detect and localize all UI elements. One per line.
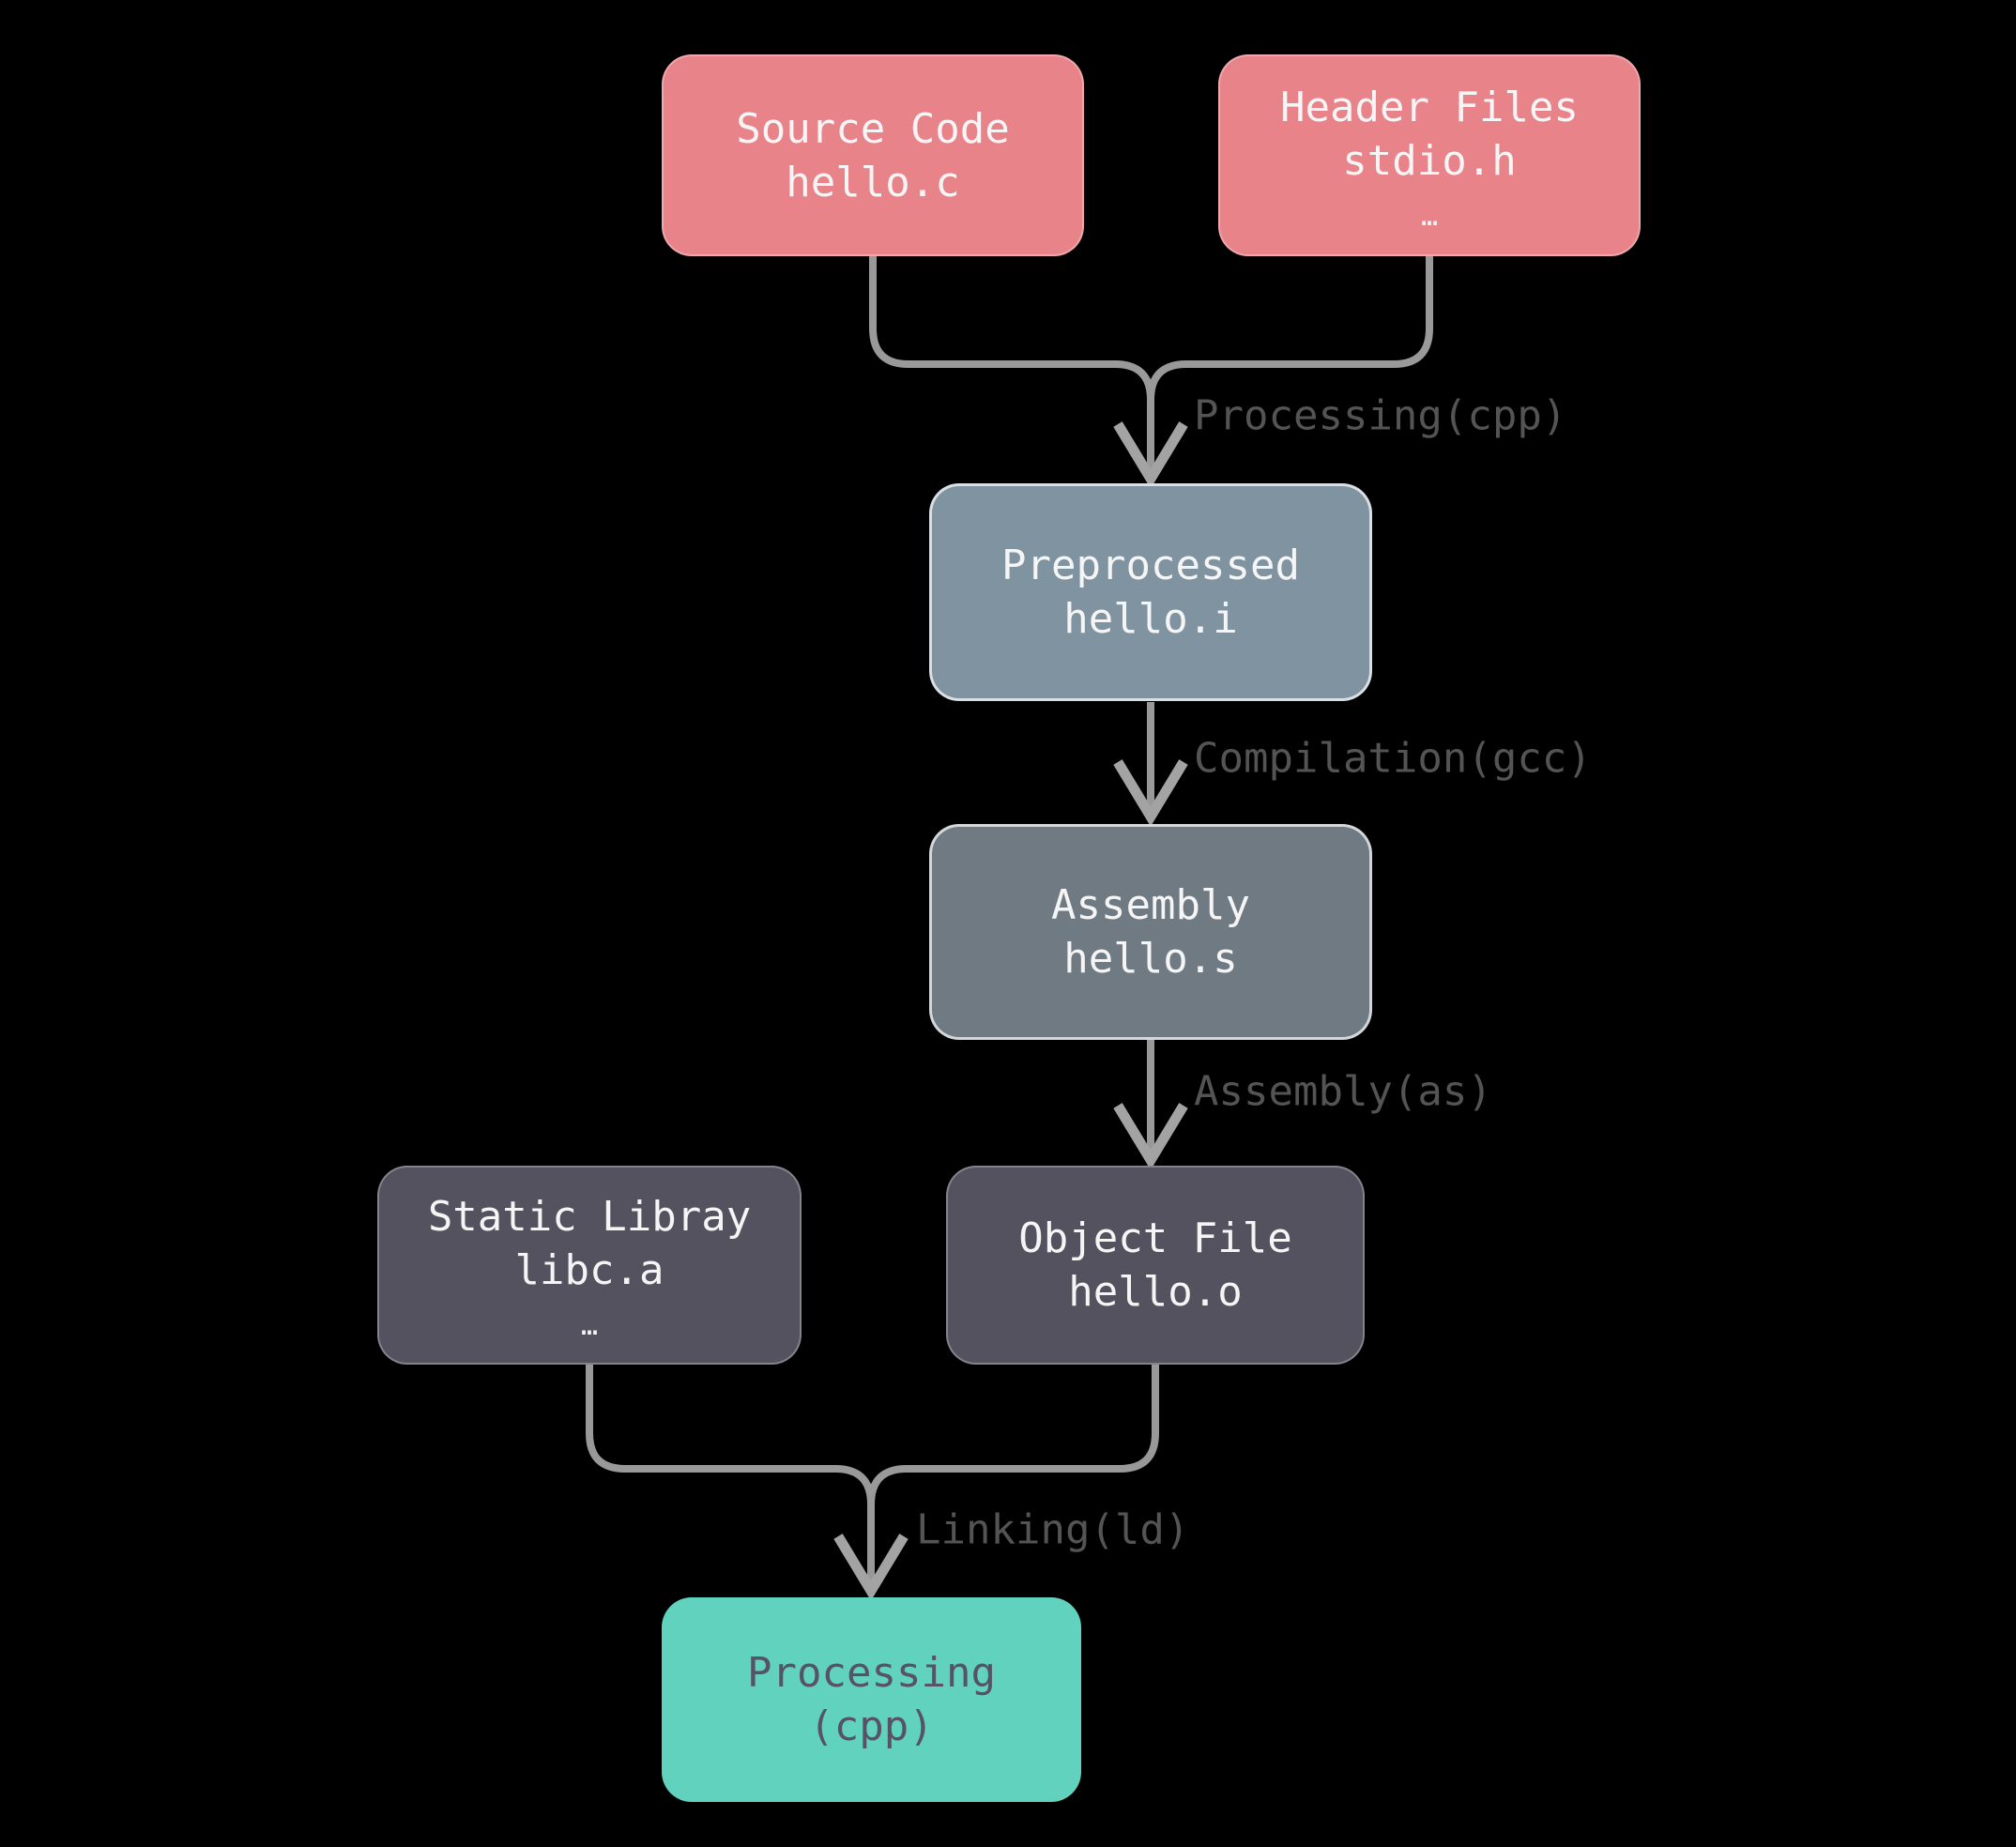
node-header-files-ellipsis: … [1420,199,1439,233]
edge-header-to-merge [1147,253,1433,441]
node-static-library-file: libc.a [514,1246,664,1294]
node-header-files: Header Files stdio.h … [1218,54,1641,256]
arrowhead-compile [1113,759,1188,827]
node-source-code: Source Code hello.c [662,54,1084,256]
node-header-files-title: Header Files [1280,83,1579,131]
node-assembly-file: hello.s [1063,935,1238,983]
node-static-library: Static Libray libc.a … [377,1166,802,1365]
node-static-library-ellipsis: … [580,1309,599,1342]
node-preprocessed-title: Preprocessed [1001,542,1300,589]
node-object-file-title: Object File [1018,1214,1292,1262]
edge-label-compilation-gcc: Compilation(gcc) [1194,734,1592,783]
node-object-file: Object File hello.o [946,1166,1365,1365]
node-static-library-title: Static Libray [427,1193,752,1241]
node-object-file-file: hello.o [1068,1268,1243,1316]
arrowhead-preprocess [1113,421,1188,489]
node-header-files-file: stdio.h [1342,136,1517,185]
arrowhead-link [833,1534,909,1601]
edge-source-to-merge [869,253,1154,441]
node-preprocessed: Preprocessed hello.i [929,483,1372,701]
node-output-processing-title: Processing [747,1649,996,1697]
edge-label-assembly-as: Assembly(as) [1194,1067,1492,1116]
arrowhead-assemble [1113,1103,1188,1170]
edge-object-to-merge [867,1365,1159,1544]
node-source-code-file: hello.c [786,158,960,206]
node-output-processing-sub: (cpp) [809,1702,934,1750]
node-source-code-title: Source Code [736,104,1010,153]
node-assembly-title: Assembly [1051,881,1250,929]
edge-label-linking-ld: Linking(ld) [916,1505,1190,1554]
edge-label-processing-cpp: Processing(cpp) [1194,391,1567,440]
node-preprocessed-file: hello.i [1063,595,1238,643]
node-output-processing: Processing (cpp) [662,1597,1081,1802]
node-assembly: Assembly hello.s [929,824,1372,1040]
edge-static-to-merge [586,1365,875,1544]
